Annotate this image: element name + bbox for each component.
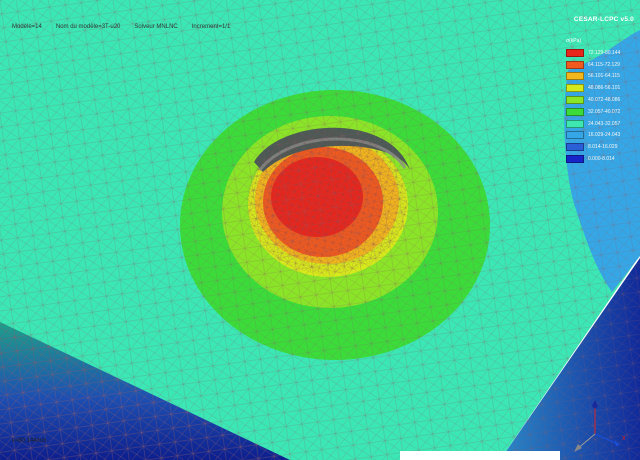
legend-row: 40.072-48.086 (566, 94, 638, 106)
legend-row: 8.014-16.029 (566, 141, 638, 153)
legend-swatch (566, 107, 584, 116)
legend-swatch (566, 155, 584, 164)
legend-row: 56.101-64.115 (566, 71, 638, 83)
legend-row: 16.029-24.043 (566, 130, 638, 142)
axis-triad-icon: x (574, 400, 626, 452)
model-number: Modèle=14 (12, 24, 42, 30)
increment: Increment=1/1 (191, 24, 231, 30)
legend-label: 72.129-80.144 (588, 49, 621, 56)
legend-label: 0.000-8.014 (588, 156, 615, 163)
legend-row: 24.043-32.057 (566, 118, 638, 130)
legend-swatch (566, 60, 584, 69)
triad-x-label: x (622, 435, 626, 442)
legend-swatch (566, 48, 584, 57)
legend-row: 0.000-8.014 (566, 153, 638, 165)
solver-name: Solveur MNLNC (134, 24, 178, 30)
legend-swatch (566, 96, 584, 105)
legend-label: 8.014-16.029 (588, 144, 618, 151)
legend-unit: σ(kPa) (566, 38, 582, 44)
model-info-bar: Modèle=14 Nom du modèle=3T-u20 Solveur M… (12, 24, 230, 30)
legend-swatch (566, 131, 584, 140)
legend-swatch (566, 119, 584, 128)
app-title: CESAR-LCPC v5.0 (573, 16, 634, 23)
bottom-panel (400, 451, 560, 460)
legend-label: 40.072-48.086 (588, 97, 621, 104)
legend-row: 48.086-56.101 (566, 82, 638, 94)
legend-label: 32.057-40.072 (588, 108, 621, 115)
legend-label: 48.086-56.101 (588, 85, 621, 92)
deformation-scale-readout: ε=80.144mm (12, 438, 47, 444)
legend-row: 64.115-72.129 (566, 59, 638, 71)
legend-swatch (566, 72, 584, 81)
legend-label: 64.115-72.129 (588, 61, 620, 68)
legend-label: 16.029-24.043 (588, 132, 621, 139)
color-legend: σ(kPa) 72.129-80.144 64.115-72.129 56.101-… (566, 38, 638, 165)
legend-label: 24.043-32.057 (588, 120, 621, 127)
model-name: Nom du modèle=3T-u20 (55, 24, 121, 30)
legend-swatch (566, 143, 584, 152)
legend-label: 56.101-64.115 (588, 73, 620, 80)
legend-swatch (566, 84, 584, 93)
legend-row: 72.129-80.144 (566, 47, 638, 59)
legend-row: 32.057-40.072 (566, 106, 638, 118)
